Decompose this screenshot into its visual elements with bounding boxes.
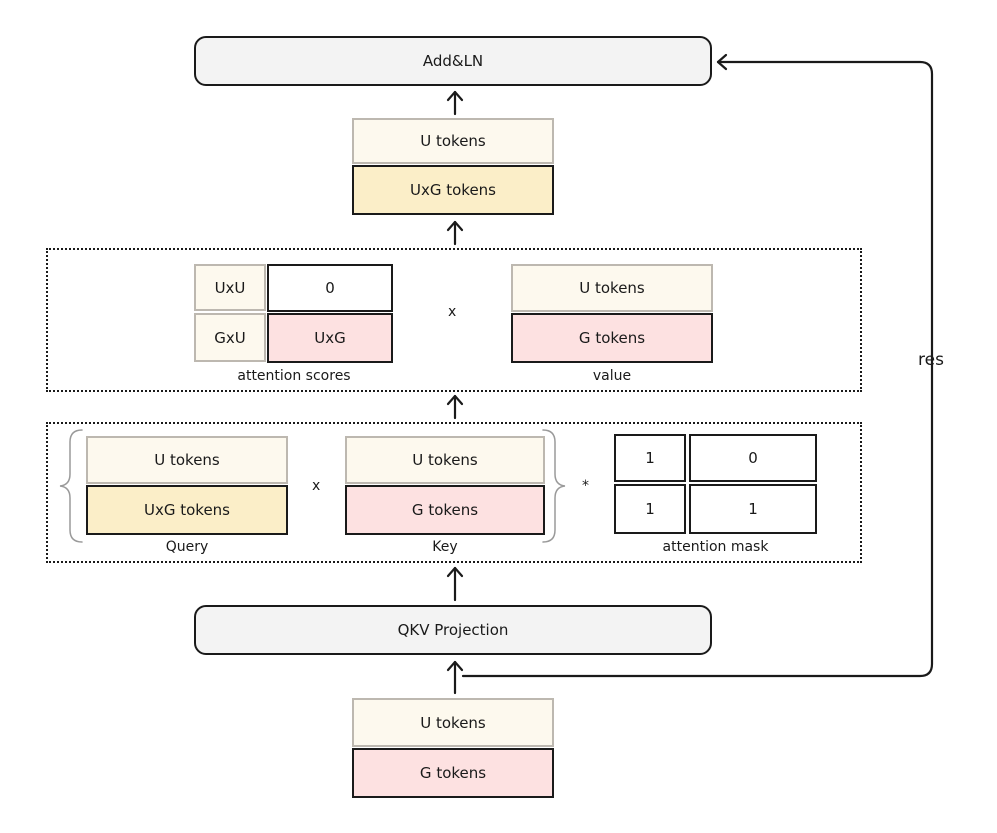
scores-row-label-gxu-text: GxU — [214, 328, 246, 347]
mask-cell-2-1-text: 1 — [645, 500, 655, 518]
scores-cell-zero-text: 0 — [325, 279, 335, 297]
qkv-projection-box: QKV Projection — [194, 605, 712, 655]
input-u-tokens-label: U tokens — [420, 713, 486, 732]
mask-cell-2-2: 1 — [689, 484, 817, 534]
query-uxg-tokens-label: UxG tokens — [143, 501, 230, 519]
arrow-up-icon — [446, 394, 464, 420]
key-g-tokens: G tokens — [345, 485, 545, 535]
input-g-tokens-label: G tokens — [419, 764, 487, 782]
query-u-tokens: U tokens — [86, 436, 288, 484]
value-g-tokens-label: G tokens — [578, 329, 646, 347]
value-caption: value — [592, 368, 632, 384]
arrow-up-icon — [446, 90, 464, 116]
qkv-projection-label: QKV Projection — [397, 621, 509, 639]
output-u-tokens-label: U tokens — [420, 132, 486, 150]
input-g-tokens: G tokens — [352, 748, 554, 798]
scores-cell-zero: 0 — [267, 264, 393, 312]
scores-cell-uxg: UxG — [267, 313, 393, 363]
scores-value-region — [46, 248, 862, 392]
scores-row-label-uxu-text: UxU — [214, 278, 246, 297]
mask-cell-1-2: 0 — [689, 434, 817, 482]
key-u-tokens: U tokens — [345, 436, 545, 484]
mask-operator: * — [582, 478, 589, 494]
mask-cell-1-2-text: 0 — [748, 449, 758, 467]
value-u-tokens-label: U tokens — [579, 279, 645, 297]
residual-label: res — [918, 350, 944, 370]
key-g-tokens-label: G tokens — [411, 501, 479, 519]
input-u-tokens: U tokens — [352, 698, 554, 747]
query-key-operator: x — [312, 478, 321, 494]
output-uxg-tokens-label: UxG tokens — [409, 181, 496, 199]
key-caption: Key — [432, 539, 458, 555]
add-ln-box: Add&LN — [194, 36, 712, 86]
output-uxg-tokens: UxG tokens — [352, 165, 554, 215]
scores-value-operator: x — [448, 304, 457, 320]
scores-cell-uxg-text: UxG — [314, 329, 346, 347]
arrow-up-icon — [446, 566, 464, 602]
query-caption: Query — [165, 539, 209, 555]
query-uxg-tokens: UxG tokens — [86, 485, 288, 535]
query-u-tokens-label: U tokens — [154, 451, 220, 469]
value-g-tokens: G tokens — [511, 313, 713, 363]
mask-cell-1-1: 1 — [614, 434, 686, 482]
add-ln-label: Add&LN — [422, 52, 484, 70]
attention-mask-caption: attention mask — [662, 539, 769, 555]
mask-cell-1-1-text: 1 — [645, 449, 655, 467]
value-u-tokens: U tokens — [511, 264, 713, 312]
mask-cell-2-1: 1 — [614, 484, 686, 534]
key-u-tokens-label: U tokens — [412, 451, 478, 469]
arrow-up-icon — [446, 220, 464, 246]
output-u-tokens: U tokens — [352, 118, 554, 164]
scores-row-label-uxu: UxU — [194, 264, 266, 311]
mask-cell-2-2-text: 1 — [748, 500, 758, 518]
arrow-up-icon — [446, 660, 464, 695]
attention-scores-caption: attention scores — [237, 368, 351, 384]
scores-row-label-gxu: GxU — [194, 313, 266, 362]
